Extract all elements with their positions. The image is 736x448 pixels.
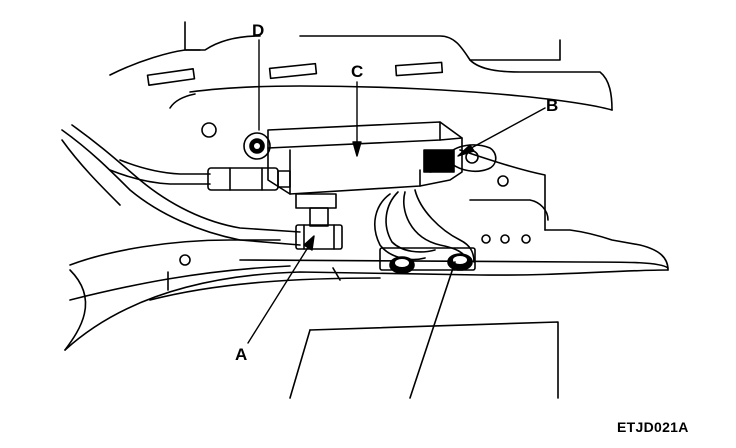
callout-b: B: [546, 96, 559, 115]
callout-a: A: [235, 345, 248, 364]
unit-body-c: [267, 121, 463, 227]
callout-c: C: [351, 62, 364, 81]
upper-body-panel: [109, 21, 613, 187]
main-cable: [61, 124, 301, 246]
cable-end-fitting: [207, 167, 291, 191]
lower-trim: [289, 261, 559, 399]
bolt-d: [243, 132, 271, 160]
harness-clips: [389, 253, 473, 274]
right-side-panel: [459, 149, 669, 271]
leader-lines: [247, 39, 546, 344]
figure-code: ETJD021A: [617, 419, 689, 435]
lower-rails: [64, 239, 669, 351]
callout-d: D: [252, 21, 265, 40]
connector-a: [295, 224, 343, 250]
